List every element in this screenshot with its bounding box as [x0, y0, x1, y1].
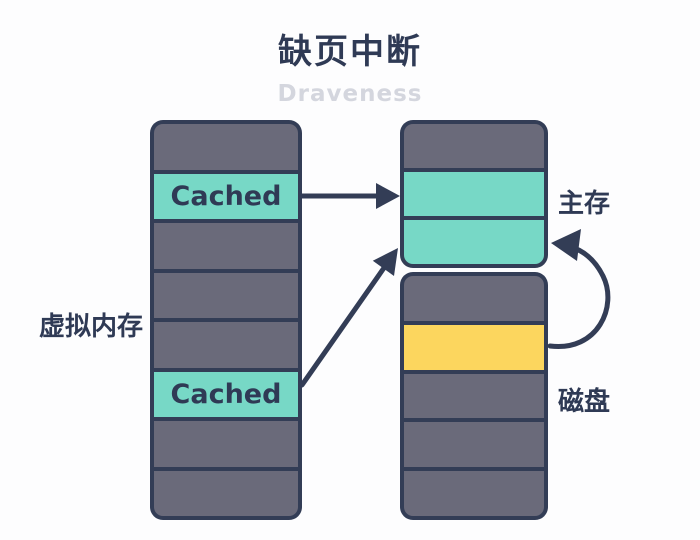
diagram-title: 缺页中断: [278, 32, 422, 72]
arrowhead-upright-icon: [372, 248, 398, 276]
arrow-cached-lower-to-main-memory: [299, 248, 398, 388]
arrow-cached-upper-to-main-memory: [302, 183, 400, 209]
disk-row-gray: [404, 276, 544, 321]
main-memory-row-teal: [404, 220, 544, 264]
virtual-memory-row-gray: [154, 223, 298, 269]
virtual-memory-label: 虚拟内存: [38, 312, 143, 342]
watermark-text: Draveness: [277, 81, 423, 107]
disk-row-gray: [404, 373, 544, 419]
arrowhead-left-icon: [551, 229, 581, 261]
virtual-memory-row-gray: [154, 470, 298, 516]
disk-label: 磁盘: [558, 387, 611, 417]
virtual-memory-row-gray: [154, 322, 298, 368]
virtual-memory-row-gray: [154, 421, 298, 467]
cached-row-label: Cached: [170, 180, 282, 212]
arrow-disk-to-main-memory: [547, 229, 611, 349]
virtual-memory-row-teal: Cached: [154, 173, 298, 219]
main-memory-row-gray: [404, 124, 544, 168]
arrowhead-right-icon: [376, 183, 400, 209]
main-memory-block: [400, 120, 548, 268]
virtual-memory-row-gray: [154, 272, 298, 318]
virtual-memory-row-gray: [154, 124, 298, 170]
disk-row-gray: [404, 471, 544, 516]
disk-block: [400, 272, 548, 520]
cached-row-label: Cached: [170, 378, 282, 410]
disk-row-gray: [404, 422, 544, 468]
disk-row-yellow: [404, 324, 544, 370]
main-memory-row-teal: [404, 172, 544, 216]
main-memory-label: 主存: [558, 189, 611, 219]
virtual-memory-row-teal: Cached: [154, 371, 298, 417]
